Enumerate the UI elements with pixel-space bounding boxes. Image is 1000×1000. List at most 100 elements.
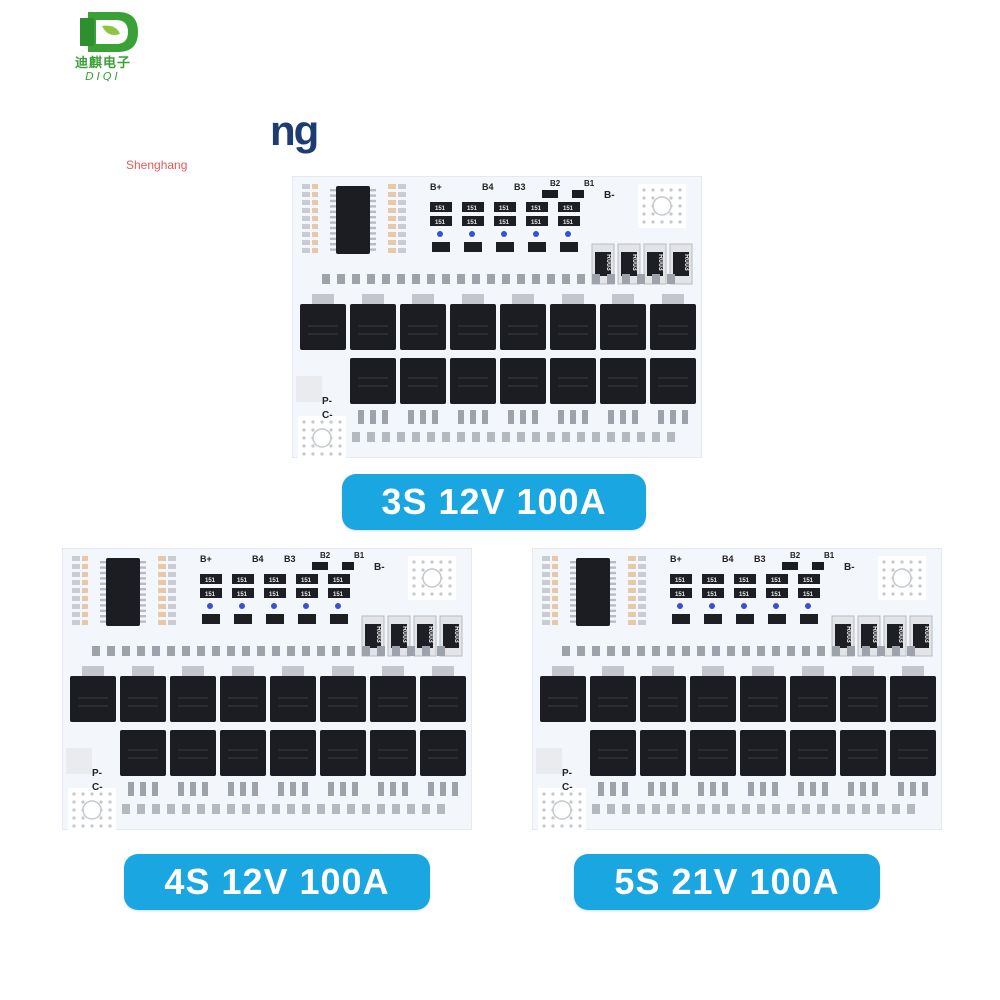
pad bbox=[542, 580, 550, 585]
mosfet-lead bbox=[660, 782, 666, 796]
chip-resistor bbox=[430, 216, 452, 226]
via bbox=[430, 560, 434, 564]
pin bbox=[682, 646, 690, 656]
smd-resistor bbox=[312, 562, 328, 570]
smd-resistor bbox=[572, 190, 584, 198]
mosfet-lead bbox=[252, 782, 258, 796]
edge-pin bbox=[137, 804, 145, 814]
mosfet-lead bbox=[748, 782, 754, 796]
pad bbox=[302, 232, 310, 237]
pin bbox=[652, 274, 660, 284]
pad-label-b-minus: B- bbox=[374, 562, 385, 573]
ic-pin bbox=[140, 561, 146, 564]
via bbox=[542, 816, 546, 820]
mosfet-bottom bbox=[590, 730, 636, 776]
pad bbox=[312, 208, 318, 213]
mosfet-lead bbox=[872, 782, 878, 796]
mosfet-lead bbox=[632, 410, 638, 424]
pad bbox=[638, 572, 646, 577]
ic-pin bbox=[610, 566, 616, 569]
edge-pin bbox=[862, 804, 870, 814]
pad bbox=[82, 572, 88, 577]
small-transistor bbox=[330, 614, 348, 624]
mosfet-tab bbox=[612, 294, 634, 304]
via bbox=[99, 816, 103, 820]
pad bbox=[398, 240, 406, 245]
ic-pin bbox=[570, 615, 576, 618]
edge-pin bbox=[817, 804, 825, 814]
mosfet-tab bbox=[432, 666, 454, 676]
via bbox=[578, 792, 582, 796]
pin bbox=[592, 646, 600, 656]
ic-pin bbox=[140, 571, 146, 575]
pad bbox=[628, 612, 636, 617]
watermark-sub: Shenghang bbox=[126, 158, 188, 172]
via bbox=[99, 792, 103, 796]
mosfet-tab bbox=[752, 666, 774, 676]
pad bbox=[158, 596, 166, 601]
ic-pin bbox=[610, 620, 616, 623]
pin bbox=[622, 274, 630, 284]
pad-label-p-minus: P- bbox=[562, 768, 572, 779]
mount-hole-top bbox=[892, 568, 912, 588]
ic-pin bbox=[100, 577, 106, 580]
pad bbox=[542, 588, 550, 593]
via bbox=[882, 576, 886, 580]
edge-pin bbox=[712, 804, 720, 814]
edge-pin bbox=[392, 804, 400, 814]
via bbox=[412, 560, 416, 564]
ic-pin bbox=[330, 248, 336, 251]
mosfet-tab bbox=[332, 666, 354, 676]
pin bbox=[637, 274, 645, 284]
chip-resistor bbox=[734, 588, 756, 598]
pad-label-b4: B4 bbox=[482, 182, 494, 192]
mosfet-top bbox=[450, 304, 496, 350]
via bbox=[651, 212, 655, 216]
pad bbox=[552, 556, 558, 561]
via bbox=[651, 188, 655, 192]
pin bbox=[362, 646, 370, 656]
chip-resistor bbox=[232, 574, 254, 584]
pin bbox=[652, 646, 660, 656]
pin bbox=[197, 646, 205, 656]
pin bbox=[907, 646, 915, 656]
edge-pin bbox=[877, 804, 885, 814]
chip-resistor-code: 151 bbox=[707, 592, 718, 598]
via bbox=[302, 436, 306, 440]
led bbox=[805, 603, 811, 609]
via bbox=[642, 212, 646, 216]
via bbox=[448, 592, 452, 596]
pad bbox=[628, 620, 636, 625]
pad bbox=[302, 208, 310, 213]
mosfet-bottom bbox=[420, 730, 466, 776]
chip-resistor bbox=[462, 216, 484, 226]
edge-pin bbox=[427, 432, 435, 442]
pad bbox=[72, 604, 80, 609]
pad bbox=[302, 184, 310, 189]
sense-resistor-code: R003 bbox=[453, 626, 460, 643]
pin bbox=[787, 646, 795, 656]
mosfet-top bbox=[500, 304, 546, 350]
via bbox=[882, 584, 886, 588]
pad bbox=[72, 572, 80, 577]
small-transistor bbox=[202, 614, 220, 624]
pad bbox=[302, 216, 310, 221]
pin bbox=[407, 646, 415, 656]
chip-resistor bbox=[526, 216, 548, 226]
pin bbox=[607, 646, 615, 656]
ic-pin bbox=[610, 571, 616, 575]
pad-label-b1: B1 bbox=[354, 551, 365, 560]
pin bbox=[577, 274, 585, 284]
via bbox=[660, 188, 664, 192]
sense-resistor-code: R003 bbox=[605, 254, 612, 271]
small-transistor bbox=[800, 614, 818, 624]
edge-pin bbox=[197, 804, 205, 814]
via bbox=[108, 824, 112, 828]
mosfet-top bbox=[840, 676, 886, 722]
output-pad bbox=[296, 376, 322, 402]
pad-label-b3: B3 bbox=[284, 554, 296, 564]
pad bbox=[72, 564, 80, 569]
via bbox=[72, 800, 76, 804]
edge-pin bbox=[742, 804, 750, 814]
mosfet-lead bbox=[610, 782, 616, 796]
